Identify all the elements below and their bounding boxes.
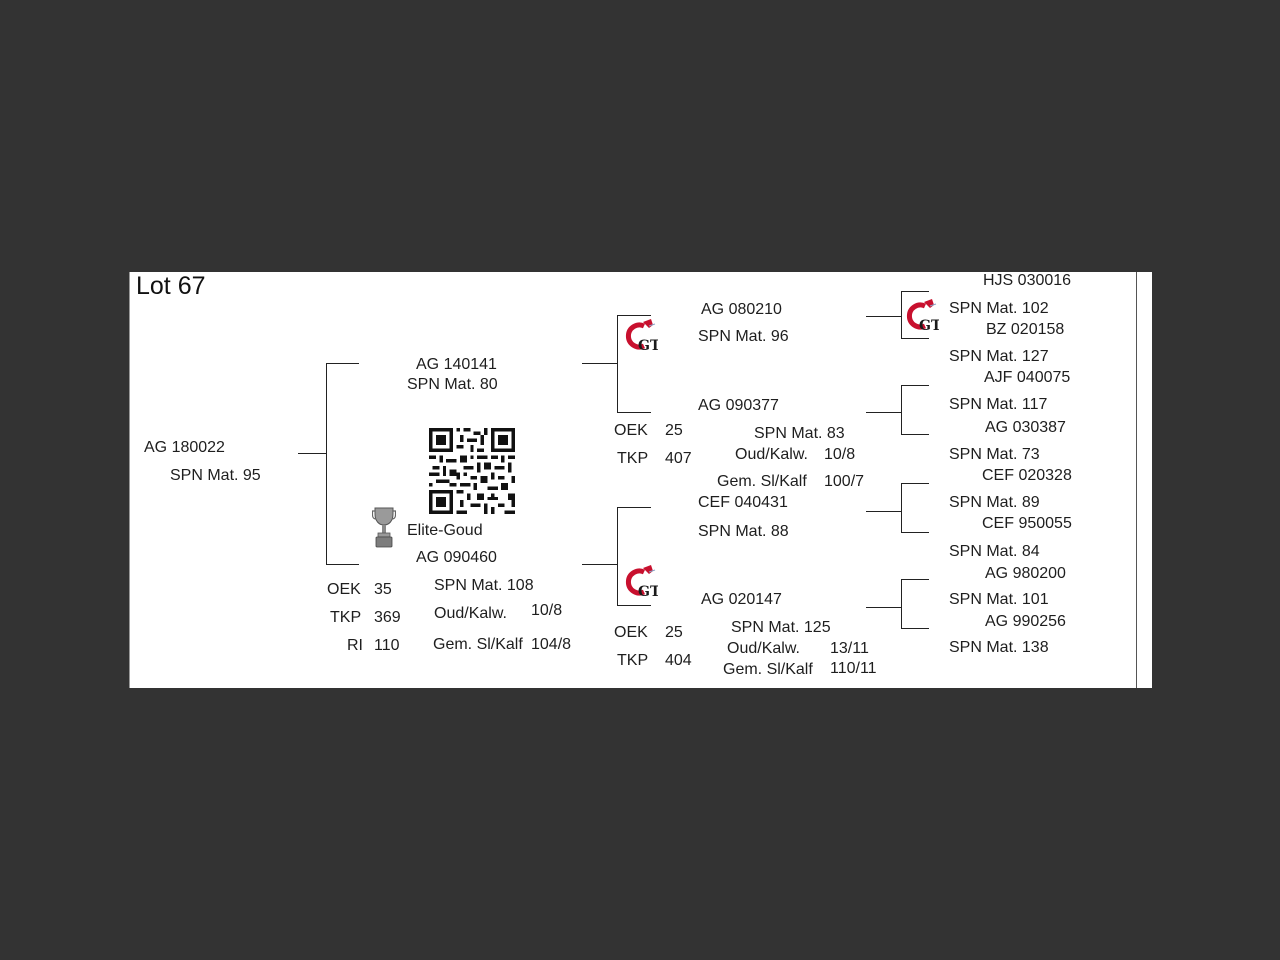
- subject-spn: SPN Mat. 95: [170, 467, 261, 484]
- gen3-id: BZ 020158: [986, 321, 1065, 338]
- right-border: [1136, 272, 1137, 688]
- svg-text:GT: GT: [919, 318, 939, 334]
- bracket-line: [617, 507, 651, 508]
- dam-dam-id: AG 020147: [701, 591, 782, 608]
- dam-award: Elite-Goud: [407, 522, 483, 539]
- bracket-line: [901, 483, 929, 484]
- sire-dam-oud-value: 10/8: [824, 446, 856, 463]
- pedigree-sheet: Lot 67 AG 180022 SPN Mat. 95 AG 140141 S…: [129, 272, 1152, 688]
- bracket-line: [326, 363, 359, 364]
- dam-gem-label: Gem. Sl/Kalf: [433, 636, 523, 653]
- sire-dam-gem-value: 100/7: [824, 473, 865, 490]
- dam-dam-gem-label: Gem. Sl/Kalf: [723, 661, 813, 678]
- dam-spn: SPN Mat. 108: [434, 577, 534, 594]
- bracket-line: [582, 564, 617, 565]
- gt-logo-icon: GT: [625, 319, 658, 354]
- gen3-spn: SPN Mat. 73: [949, 446, 1040, 463]
- bracket-line: [617, 507, 618, 605]
- dam-ri-value: 110: [374, 637, 400, 654]
- svg-text:GT: GT: [638, 584, 658, 600]
- gen3-id: AG 990256: [985, 613, 1066, 630]
- gen3-id: CEF 950055: [982, 515, 1072, 532]
- dam-oud-label: Oud/Kalw.: [434, 605, 507, 622]
- dam-dam-oek-label: OEK: [614, 624, 648, 641]
- dam-tkp-label: TKP: [330, 609, 362, 626]
- gen3-id: AG 980200: [985, 565, 1066, 582]
- bracket-line: [901, 385, 902, 434]
- sire-dam-oek-label: OEK: [614, 422, 648, 439]
- gen3-id: HJS 030016: [983, 272, 1072, 289]
- bracket-line: [901, 532, 929, 533]
- dam-ri-label: RI: [347, 637, 363, 654]
- bracket-line: [901, 434, 929, 435]
- bracket-line: [901, 291, 902, 338]
- dam-dam-tkp-value: 404: [665, 652, 692, 669]
- bracket-line: [617, 315, 618, 412]
- lot-title: Lot 67: [136, 272, 206, 300]
- bracket-line: [326, 564, 359, 565]
- sire-dam-gem-label: Gem. Sl/Kalf: [717, 473, 807, 490]
- dam-id: AG 090460: [416, 549, 497, 566]
- bracket-line: [866, 511, 901, 512]
- dam-dam-oud-value: 13/11: [830, 640, 869, 657]
- dam-oek-label: OEK: [327, 581, 361, 598]
- sire-dam-oek-value: 25: [665, 422, 683, 439]
- bracket-line: [866, 607, 901, 608]
- gen3-spn: SPN Mat. 84: [949, 543, 1040, 560]
- sire-id: AG 140141: [416, 356, 497, 373]
- gen3-spn: SPN Mat. 138: [949, 639, 1049, 656]
- bracket-line: [901, 483, 902, 532]
- bracket-line: [901, 628, 929, 629]
- bracket-line: [901, 579, 929, 580]
- gen3-spn: SPN Mat. 89: [949, 494, 1040, 511]
- bracket-line: [901, 579, 902, 628]
- sire-spn: SPN Mat. 80: [407, 376, 498, 393]
- trophy-icon: [372, 507, 396, 548]
- gt-logo-icon: GT: [625, 565, 658, 600]
- gen3-id: AG 030387: [985, 419, 1066, 436]
- gen3-spn: SPN Mat. 127: [949, 348, 1049, 365]
- dam-dam-gem-value: 110/11: [830, 660, 877, 677]
- svg-text:GT: GT: [638, 338, 658, 354]
- sire-dam-oud-label: Oud/Kalw.: [735, 446, 808, 463]
- sire-dam-spn: SPN Mat. 83: [754, 425, 845, 442]
- sire-dam-tkp-value: 407: [665, 450, 692, 467]
- gen3-id: AJF 040075: [984, 369, 1071, 386]
- gen3-spn: SPN Mat. 101: [949, 591, 1049, 608]
- gen3-spn: SPN Mat. 117: [949, 396, 1048, 413]
- bracket-line: [617, 315, 651, 316]
- bracket-line: [901, 385, 929, 386]
- dam-oud-value: 10/8: [531, 602, 563, 619]
- dam-sire-spn: SPN Mat. 88: [698, 523, 789, 540]
- qr-code: [429, 428, 515, 514]
- bracket-line: [298, 453, 326, 454]
- bracket-line: [617, 605, 651, 606]
- dam-sire-id: CEF 040431: [698, 494, 788, 511]
- sire-dam-tkp-label: TKP: [617, 450, 649, 467]
- bracket-line: [901, 291, 929, 292]
- gen3-id: CEF 020328: [982, 467, 1072, 484]
- sire-sire-id: AG 080210: [701, 301, 782, 318]
- gt-logo-icon: GT: [906, 299, 939, 334]
- dam-dam-oud-label: Oud/Kalw.: [727, 640, 800, 657]
- dam-gem-value: 104/8: [531, 636, 572, 653]
- dam-dam-tkp-label: TKP: [617, 652, 649, 669]
- bracket-line: [582, 363, 617, 364]
- sire-dam-id: AG 090377: [698, 397, 779, 414]
- subject-id: AG 180022: [144, 439, 225, 456]
- bracket-line: [866, 316, 901, 317]
- bracket-line: [901, 338, 929, 339]
- gen3-spn: SPN Mat. 102: [949, 300, 1049, 317]
- bracket-line: [326, 363, 327, 565]
- dam-dam-oek-value: 25: [665, 624, 683, 641]
- dam-dam-spn: SPN Mat. 125: [731, 619, 831, 636]
- bracket-line: [617, 412, 651, 413]
- dam-tkp-value: 369: [374, 609, 401, 626]
- bracket-line: [866, 412, 901, 413]
- sire-sire-spn: SPN Mat. 96: [698, 328, 789, 345]
- dam-oek-value: 35: [374, 581, 392, 598]
